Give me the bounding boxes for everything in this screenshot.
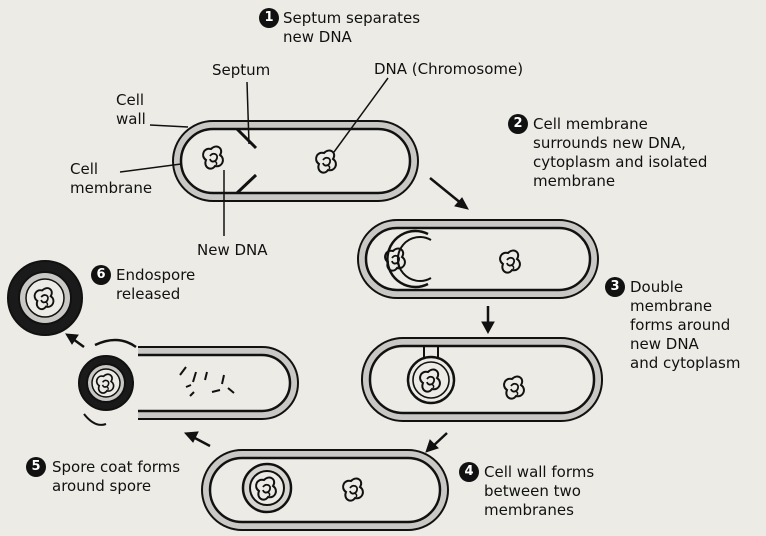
cell-stage-4 (202, 450, 448, 530)
dna-chromosome-label: DNA (Chromosome) (374, 60, 523, 79)
step-3-number: 3 (605, 277, 625, 297)
step-6-number: 6 (91, 265, 111, 285)
free-endospore (8, 261, 82, 335)
new-dna-label: New DNA (197, 241, 268, 260)
step-1-label: Septum separates new DNA (283, 9, 420, 47)
cell-stage-2 (358, 220, 598, 298)
step-2-label: Cell membrane surrounds new DNA, cytopla… (533, 115, 707, 191)
step-4-number: 4 (459, 462, 479, 482)
cell-stage-3 (362, 338, 602, 421)
cell-stage-1 (173, 121, 418, 201)
step-6-label: Endospore released (116, 266, 195, 304)
cell-wall-leader (150, 125, 188, 127)
step-5-label: Spore coat forms around spore (52, 458, 180, 496)
septum-label: Septum (212, 61, 270, 80)
step-1-number: 1 (259, 8, 279, 28)
cell-stage-5 (79, 340, 298, 425)
step-2-number: 2 (508, 114, 528, 134)
cell-membrane-label: Cell membrane (70, 160, 152, 198)
arrow-2-to-3 (482, 322, 494, 333)
step-3-label: Double membrane forms around new DNA and… (630, 278, 740, 373)
step-5-number: 5 (26, 457, 46, 477)
step-4-label: Cell wall forms between two membranes (484, 463, 594, 520)
cell-wall-label: Cell wall (116, 91, 146, 129)
arrow-4-to-5 (185, 432, 198, 442)
